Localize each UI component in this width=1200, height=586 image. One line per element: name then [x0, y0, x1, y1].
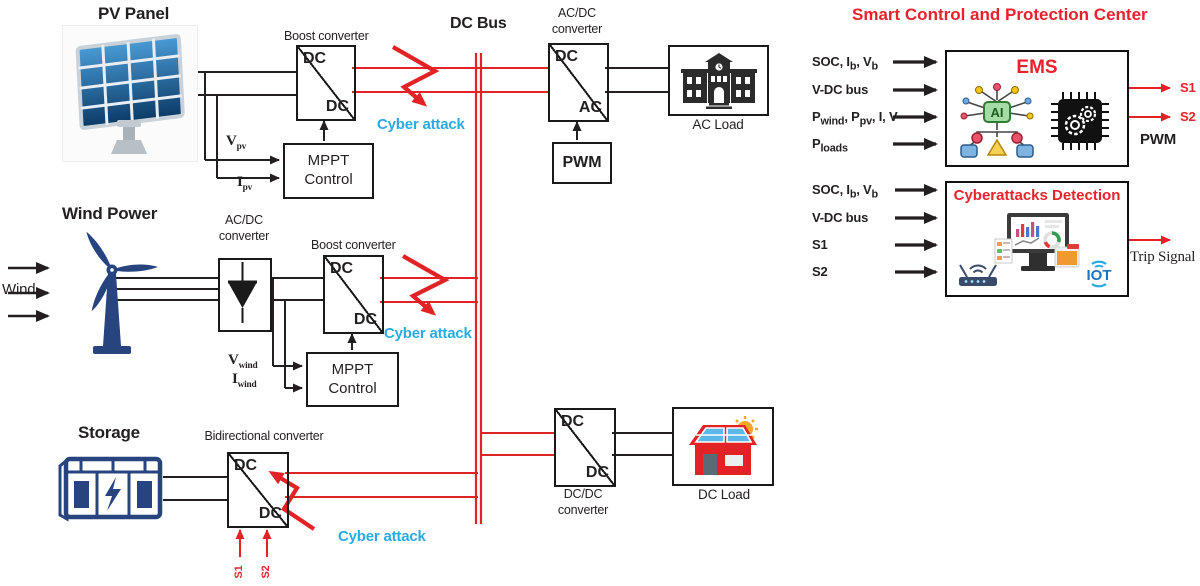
pv-mppt-line1: MPPT [307, 152, 350, 170]
ems-output-s1-label: S1 [1180, 80, 1196, 95]
ems-input-4: Ploads [812, 136, 848, 155]
wind-boost-label: Boost converter [311, 238, 396, 252]
inverter-box: DC AC [548, 43, 609, 122]
pv-voltage-label: Vpv [226, 133, 247, 152]
iot-logo: IOT [1087, 260, 1112, 288]
iot-logo-label: IOT [1087, 267, 1112, 284]
router-icon [959, 264, 997, 286]
pv-panel-icon [62, 25, 198, 162]
pv-wires [193, 71, 329, 183]
gate-s1-label: S1 [233, 565, 245, 579]
detection-input-4: S2 [812, 264, 828, 279]
ems-input-1: SOC, Ib, Vb [812, 54, 878, 73]
cyber-attack-label-wind: Cyber attack [384, 325, 472, 342]
storage-wires [163, 476, 227, 501]
ac-load-label: AC Load [692, 117, 744, 132]
trip-signal-label: Trip Signal [1130, 249, 1196, 265]
control-center-title: Smart Control and Protection Center [852, 5, 1148, 24]
wind-rectifier-box [218, 258, 272, 332]
monitoring-dashboard-icon [994, 213, 1080, 271]
wind-voltage-label: Vwind [228, 352, 258, 371]
inverter-label-line2: converter [551, 21, 603, 36]
pv-mppt-box: MPPT Control [283, 143, 374, 199]
pv-boost-dc-bottom: DC [325, 98, 349, 115]
control-input-arrows [893, 56, 938, 278]
battery-icon [55, 455, 165, 523]
ai-chip-label: AI [991, 105, 1004, 120]
solar-house-icon [689, 415, 758, 475]
processor-chip-icon [1051, 92, 1109, 150]
dcdc-dc-bottom: DC [585, 464, 609, 481]
ac-load-box [668, 45, 769, 116]
wind-boost-dc-bottom: DC [353, 311, 377, 328]
inverter-ac: AC [578, 99, 602, 116]
ems-output-s2-label: S2 [1180, 109, 1196, 124]
dcdc-converter-box: DC DC [554, 408, 616, 487]
dc-load-wires [612, 432, 672, 456]
bidir-dc-top: DC [234, 457, 258, 474]
control-output-arrows [1127, 83, 1171, 245]
pv-title: PV Panel [98, 4, 170, 23]
ems-box: EMS AI [945, 50, 1129, 167]
dcdc-converter-label: DC/DC converter [528, 487, 638, 518]
ems-input-3: Pwind, Ppv, I, V [812, 109, 898, 128]
ems-input-2: V-DC bus [812, 82, 869, 97]
dc-load-box [672, 407, 774, 486]
pv-boost-converter-box: DC DC [296, 45, 356, 121]
inverter-label: AC/DC converter [546, 6, 608, 37]
wind-wires [8, 262, 357, 393]
wind-source-label: Wind [2, 281, 36, 298]
wind-boost-dc-top: DC [330, 260, 354, 277]
ems-title: EMS [1016, 57, 1058, 78]
gate-signal-arrows [235, 529, 272, 557]
ai-network-icon: AI [960, 83, 1034, 158]
pwm-box: PWM [552, 142, 612, 184]
gate-s2-label: S2 [260, 565, 272, 579]
wind-turbine-icon [55, 228, 170, 358]
bidirectional-converter-label: Bidirectional converter [204, 429, 324, 443]
dcdc-dc-top: DC [561, 413, 585, 430]
wind-mppt-line1: MPPT [331, 360, 374, 378]
wind-title: Wind Power [62, 204, 158, 223]
detection-input-2: V-DC bus [812, 210, 869, 225]
wind-rectifier-label-line1: AC/DC [225, 213, 263, 227]
cyber-attack-label-pv: Cyber attack [377, 116, 465, 133]
pv-current-label: Ipv [237, 174, 253, 193]
dc-bus-label: DC Bus [450, 15, 507, 32]
dcdc-label-line2: converter [557, 502, 609, 517]
pwm-box-label: PWM [562, 154, 602, 171]
cyber-attack-label-storage: Cyber attack [338, 528, 426, 545]
wind-boost-converter-box: DC DC [323, 255, 384, 334]
wind-current-label: Iwind [232, 371, 257, 390]
cyberattacks-detection-box: Cyberattacks Detection [945, 181, 1129, 297]
dcdc-label-line1: DC/DC [563, 487, 603, 501]
wind-rectifier-label: AC/DC converter [213, 213, 275, 244]
bidirectional-converter-box: DC DC [227, 452, 289, 528]
building-icon [680, 52, 757, 109]
wind-rectifier-label-line2: converter [218, 228, 270, 243]
storage-title: Storage [78, 423, 140, 442]
detection-input-3: S1 [812, 237, 828, 252]
bidir-dc-bottom: DC [258, 505, 282, 522]
wind-mppt-line2: Control [328, 379, 377, 397]
inverter-dc: DC [555, 48, 579, 65]
inverter-wires [572, 67, 668, 140]
inverter-label-line1: AC/DC [558, 6, 596, 20]
dc-bus-line [474, 53, 483, 524]
ems-output-pwm-label: PWM [1140, 131, 1177, 148]
diode-icon [228, 262, 257, 323]
pv-mppt-line2: Control [304, 171, 353, 188]
dc-load-label: DC Load [698, 487, 750, 502]
pv-boost-label: Boost converter [284, 29, 369, 43]
wind-mppt-box: MPPT Control [306, 352, 399, 407]
pv-boost-dc-top: DC [303, 50, 327, 67]
detection-title: Cyberattacks Detection [953, 187, 1121, 204]
detection-input-1: SOC, Ib, Vb [812, 182, 878, 201]
